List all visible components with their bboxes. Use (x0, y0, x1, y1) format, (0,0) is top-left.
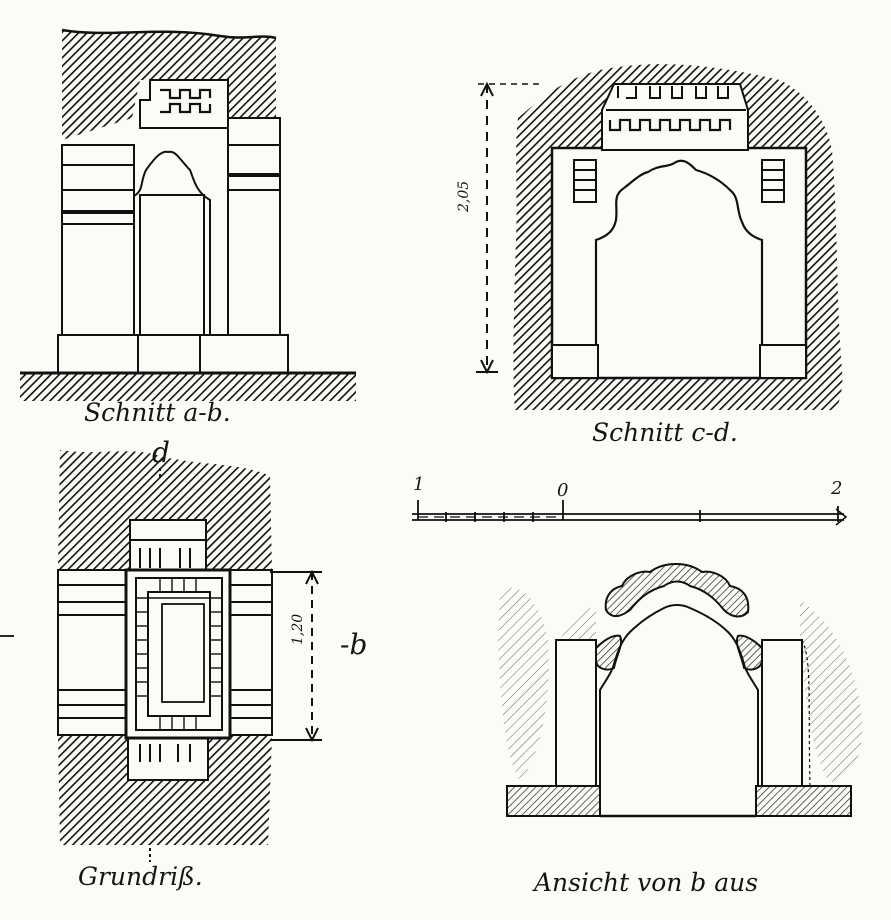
scale-label-right: 2 (831, 478, 843, 499)
dimension-width: 1,20 (290, 613, 306, 645)
section-cd-drawing (476, 64, 843, 411)
plan-wall-hatch-top (58, 450, 272, 570)
scale-label-left: 1 (413, 474, 425, 495)
plan-drawing (0, 450, 322, 862)
caption-plan: Grundriß. (78, 862, 203, 891)
section-marker-d: d (152, 436, 170, 469)
section-cd-arch (594, 159, 764, 345)
section-ab-wall-hatch (62, 30, 276, 140)
caption-section-cd: Schnitt c-d. (592, 418, 738, 447)
elevation-drawing (498, 562, 863, 818)
caption-section-ab: Schnitt a-b. (84, 398, 231, 427)
section-ab-arch (133, 150, 211, 335)
plan-wall-hatch-bottom (58, 735, 272, 845)
elevation-arch-crown (604, 562, 750, 618)
section-ab-drawing (20, 28, 356, 401)
section-ab-lintel (139, 79, 229, 129)
caption-view: Ansicht von b aus (534, 868, 759, 897)
scale-label-zero: 0 (557, 480, 569, 501)
section-marker-b: -b (340, 628, 368, 661)
elevation-sketch-right (800, 600, 863, 782)
dimension-height: 2,05 (456, 180, 472, 212)
scale-bar (412, 500, 848, 526)
elevation-sketch-left (498, 587, 549, 780)
